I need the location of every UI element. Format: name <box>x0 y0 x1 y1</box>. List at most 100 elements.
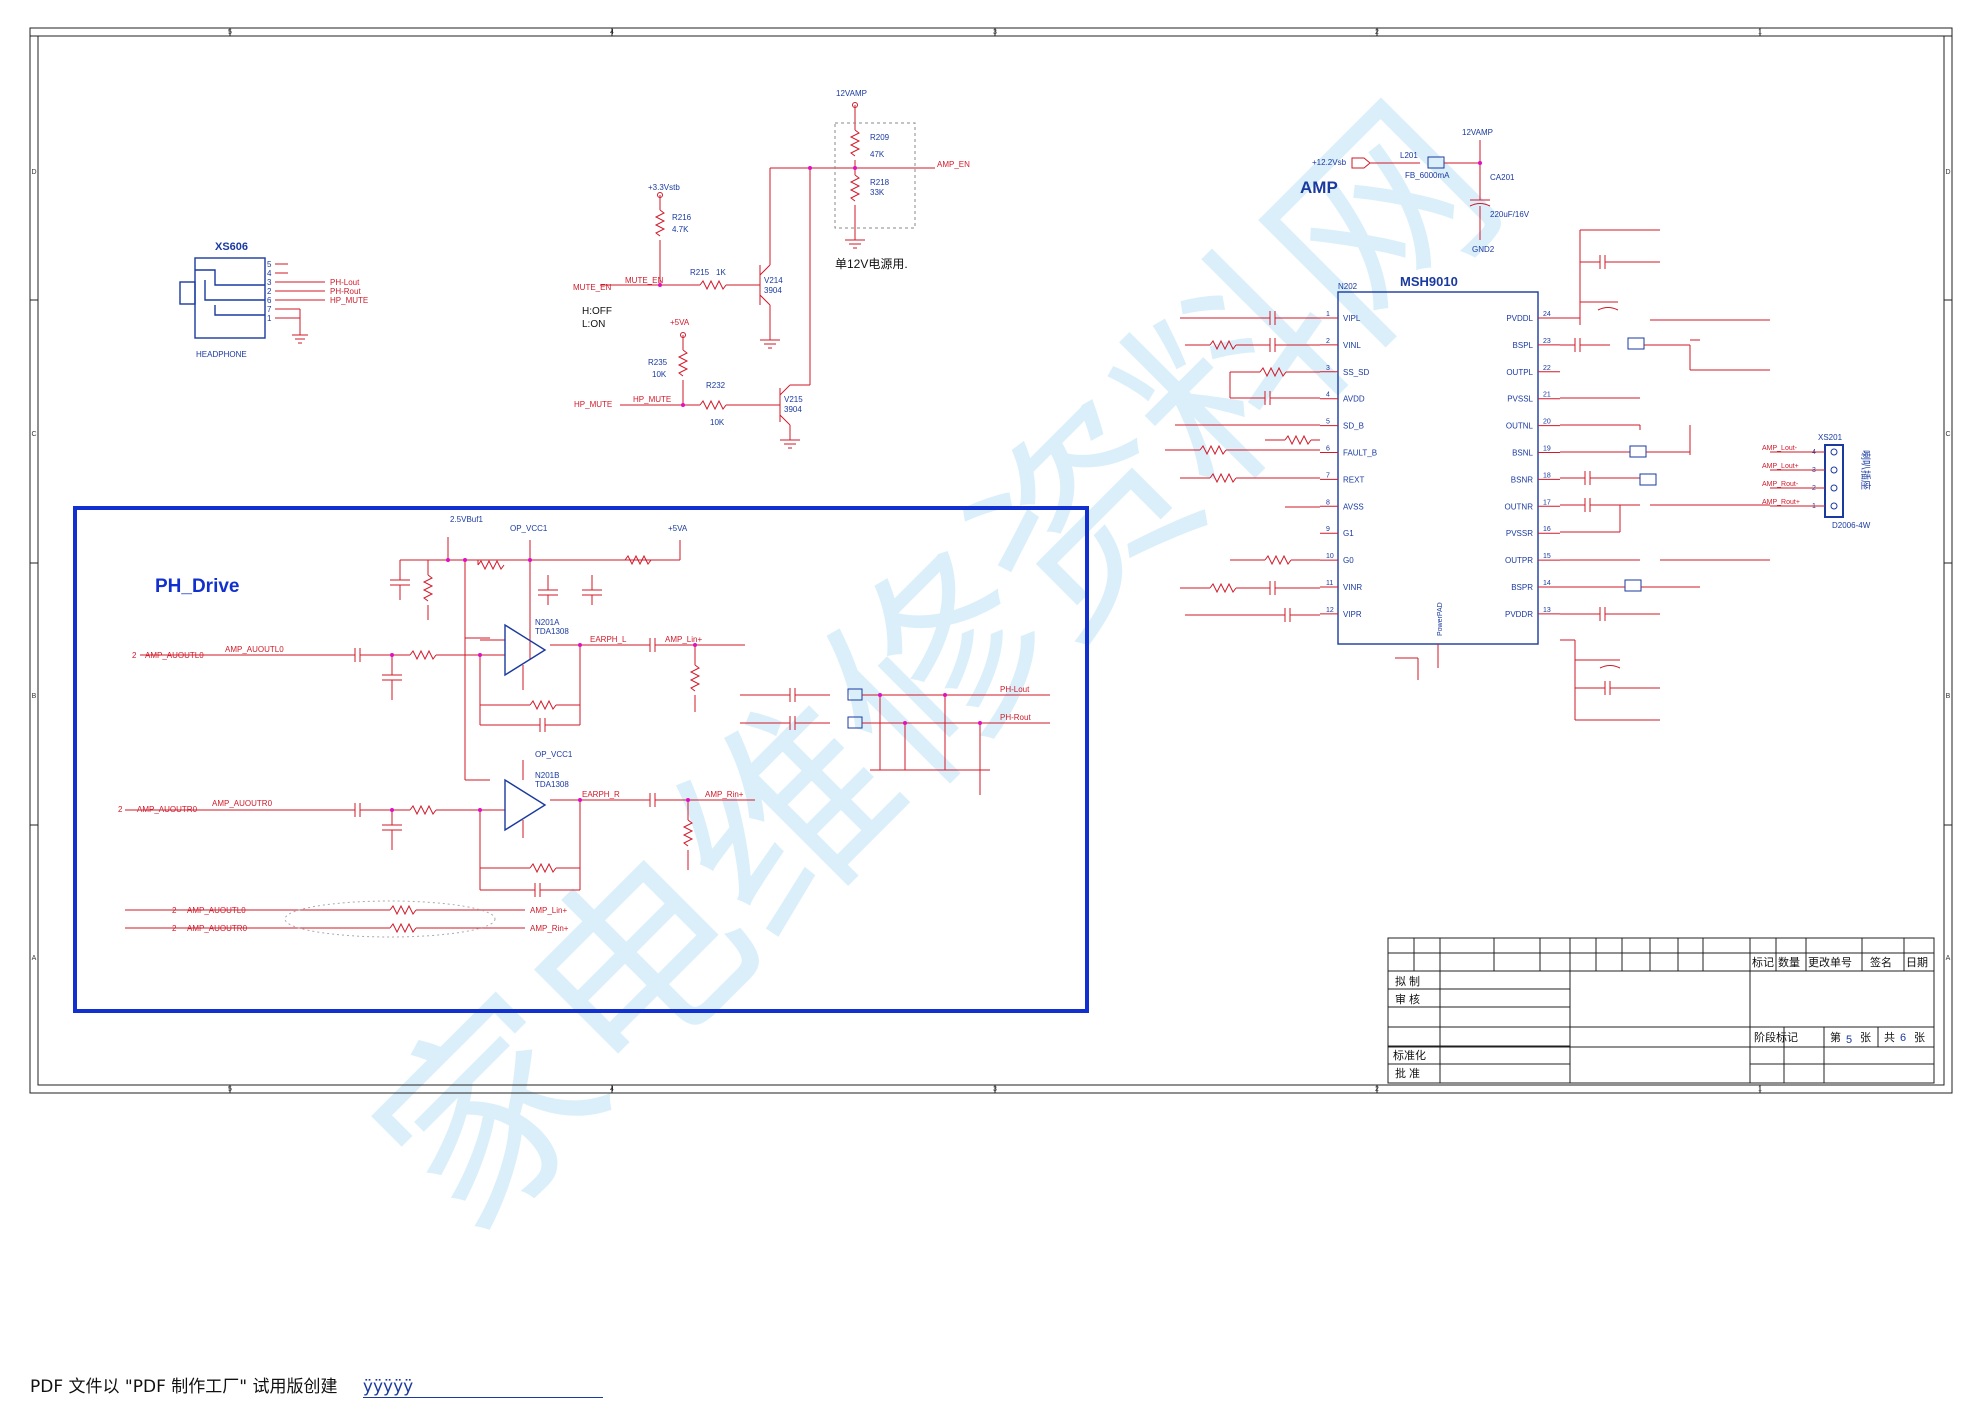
sheet-ref: 2 <box>172 924 177 933</box>
amp-pin-number: 1 <box>1326 311 1330 318</box>
net-label: AMP_Rout+ <box>1762 499 1800 506</box>
opamp-ref: N201A <box>535 618 560 627</box>
rail-label: +3.3Vstb <box>648 183 680 192</box>
power-in-label: +12.2Vsb <box>1312 158 1347 167</box>
col-label: 2 <box>1375 29 1379 36</box>
headphone-name: HEADPHONE <box>196 350 247 359</box>
amp-pin-number: 12 <box>1326 607 1334 614</box>
row-label: D <box>31 169 36 176</box>
net-label: AMP_Lin+ <box>530 906 567 915</box>
amp-pin-number: 9 <box>1326 526 1330 533</box>
pdf-footer: PDF 文件以 "PDF 制作工厂" 试用版创建 ÿÿÿÿÿ <box>30 1372 603 1398</box>
amp-pin-number: 6 <box>1326 446 1330 453</box>
supply-note: 单12V电源用. <box>835 257 908 271</box>
amp-pin-number: 19 <box>1543 446 1551 453</box>
net-label: PH-Rout <box>330 287 361 296</box>
amp-pin-number: 20 <box>1543 419 1551 426</box>
ph-drive-box <box>73 506 1089 1013</box>
sheet-ref: 2 <box>132 651 137 660</box>
amp-pin-number: 3 <box>1326 365 1330 372</box>
amp-pin-number: 15 <box>1543 553 1551 560</box>
amp-pin-name: BSNR <box>1511 475 1533 484</box>
rail-label: 12VAMP <box>836 89 867 98</box>
amp-pin-number: 16 <box>1543 526 1551 533</box>
amp-pin-name: G0 <box>1343 556 1354 565</box>
hp-pin: 5 <box>267 260 272 269</box>
amp-pin-name: PVDDL <box>1506 314 1533 323</box>
net-label: AMP_AUOUTR0 <box>212 799 273 808</box>
col-label: 5 <box>228 29 232 36</box>
part-value: 4.7K <box>672 225 689 234</box>
part-value: 3904 <box>784 405 802 414</box>
tb-header-mark: 标记 <box>1752 955 1774 969</box>
net-label: HP_MUTE <box>574 400 612 409</box>
rail-label: OP_VCC1 <box>535 750 573 759</box>
row-label: C <box>31 431 36 438</box>
amp-pin-name: BSNL <box>1512 449 1533 458</box>
amp-pin-name: BSPR <box>1511 583 1533 592</box>
rail-label: +5VA <box>670 318 690 327</box>
amp-pin-name: AVSS <box>1343 502 1364 511</box>
part-value: 47K <box>870 150 885 159</box>
net-label: AMP_Lout+ <box>1762 463 1799 470</box>
amp-pin-name: OUTNL <box>1506 422 1534 431</box>
hp-pin: 6 <box>267 296 272 305</box>
part-ref: R216 <box>672 213 692 222</box>
amp-pin-name: OUTPR <box>1505 556 1533 565</box>
hp-pin: 3 <box>267 278 272 287</box>
row-label: A <box>1946 955 1951 962</box>
net-label: EARPH_R <box>582 790 620 799</box>
part-ref: R209 <box>870 133 890 142</box>
net-label: AMP_AUOUTL0 <box>225 645 284 654</box>
tb-header-sign: 签名 <box>1870 955 1892 969</box>
tb-header-qty: 数量 <box>1778 956 1800 969</box>
mute-state-off: H:OFF <box>582 306 612 317</box>
part-ref: CA201 <box>1490 173 1515 182</box>
net-label: PH-Lout <box>330 278 360 287</box>
powerpad-label: PowerPAD <box>1437 602 1444 636</box>
part-ref: V215 <box>784 395 803 404</box>
amp-pin-name: OUTNR <box>1505 502 1534 511</box>
amp-pin-number: 8 <box>1326 499 1330 506</box>
tb-standard: 标准化 <box>1393 1048 1426 1062</box>
part-ref: V214 <box>764 276 783 285</box>
amp-pin-number: 11 <box>1326 580 1333 587</box>
col-label: 4 <box>610 29 614 36</box>
tb-review: 审 核 <box>1395 992 1420 1006</box>
amp-input-network <box>1165 311 1320 622</box>
tb-approve: 批 准 <box>1395 1066 1420 1080</box>
tb-sheet-no: 5 <box>1846 1034 1852 1046</box>
row-label: B <box>32 693 37 700</box>
mute-state-on: L:ON <box>582 319 605 330</box>
pdf-footer-link[interactable]: ÿÿÿÿÿ <box>362 1377 603 1398</box>
net-label: AMP_Rout- <box>1762 481 1799 488</box>
rail-label: 12VAMP <box>1462 128 1493 137</box>
row-label: A <box>32 955 37 962</box>
amp-pin-name: VINR <box>1343 583 1362 592</box>
amp-pin-number: 13 <box>1543 607 1551 614</box>
amp-pin-name: OUTPL <box>1506 368 1533 377</box>
amp-pin-number: 10 <box>1326 553 1334 560</box>
amp-pin-number: 24 <box>1543 311 1551 318</box>
amp-pin-name: SS_SD <box>1343 368 1369 377</box>
amp-pin-number: 23 <box>1543 338 1551 345</box>
mute-circuit: +3.3Vstb R216 4.7K R215 1K V214 3904 R23… <box>573 89 970 449</box>
net-label: AMP_AUOUTR0 <box>137 805 198 814</box>
net-label: AMP_EN <box>937 160 970 169</box>
sheet-ref: 2 <box>172 906 177 915</box>
col-label: 3 <box>993 1086 997 1093</box>
net-label: AMP_Lout- <box>1762 445 1798 452</box>
net-label: AMP_AUOUTL0 <box>145 651 204 660</box>
amp-ic-ref: N202 <box>1338 282 1358 291</box>
row-label: B <box>1946 693 1951 700</box>
headphone-jack: XS606 5 4 3 2 6 7 1 PH-Lout PH-Rout HP_M… <box>179 241 368 359</box>
net-label: MUTE_EN <box>573 283 611 292</box>
speaker-ref: XS201 <box>1818 433 1843 442</box>
part-ref: R218 <box>870 178 890 187</box>
hp-pin: 7 <box>267 305 272 314</box>
part-value: 10K <box>652 370 667 379</box>
rail-label: OP_VCC1 <box>510 524 548 533</box>
net-label: AMP_AUOUTR0 <box>187 924 248 933</box>
